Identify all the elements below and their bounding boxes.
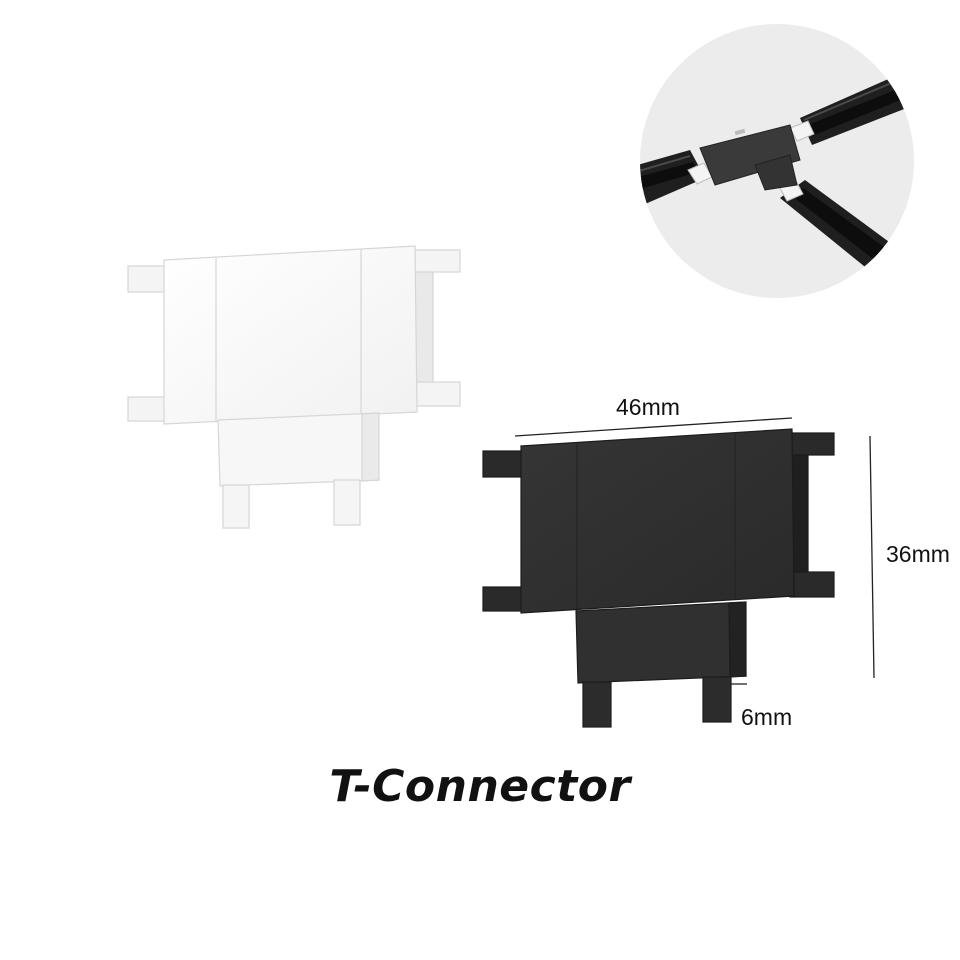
track-junction-inset xyxy=(640,24,914,298)
dimension-lines xyxy=(514,417,875,685)
height-dimension-line xyxy=(869,435,875,679)
height-dimension-label: 36mm xyxy=(886,541,950,567)
pin-width-dimension-label: 6mm xyxy=(741,704,793,730)
width-dimension-line xyxy=(514,417,793,437)
t-connector-white-product xyxy=(127,245,461,529)
width-dimension-label: 46mm xyxy=(616,394,680,420)
t-connector-black-product xyxy=(482,428,835,728)
product-caption: T-Connector xyxy=(329,761,631,812)
